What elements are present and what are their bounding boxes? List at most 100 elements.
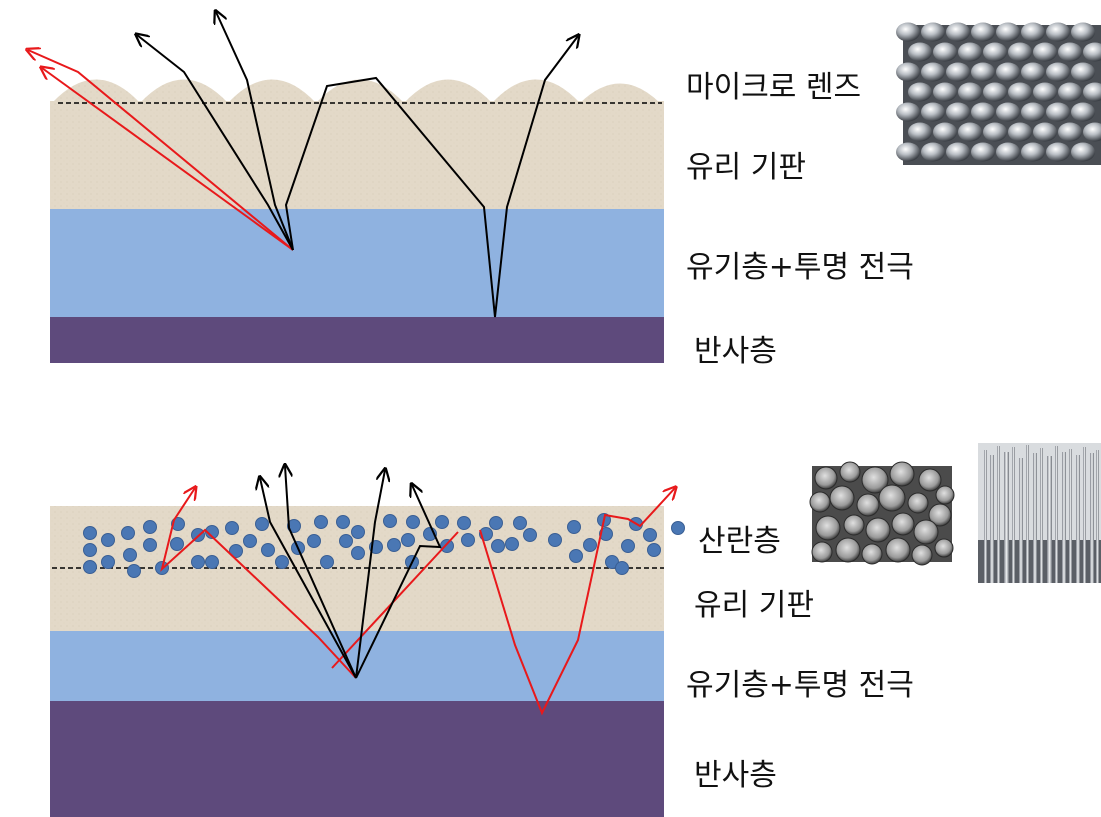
microlens-bead	[1083, 82, 1101, 102]
sem-grain	[928, 503, 952, 527]
sem-grain	[907, 492, 929, 514]
bottom-red-ray-2	[331, 531, 459, 669]
scatter-particle	[314, 515, 328, 529]
sem-grain	[918, 468, 942, 492]
label-top-glass-substrate: 유리 기판	[686, 150, 806, 185]
microlens-bead	[896, 142, 920, 162]
sem-grain	[839, 461, 861, 483]
microlens-array	[52, 79, 660, 103]
scatter-particle	[647, 543, 661, 557]
top-black-ray-3	[284, 36, 578, 318]
sem-grain	[911, 544, 933, 566]
microlens-bead	[983, 42, 1007, 62]
nanowire	[1012, 447, 1015, 583]
sem-grain	[829, 485, 855, 511]
scatter-particle	[123, 548, 137, 562]
label-bottom-glass-substrate: 유리 기판	[694, 588, 814, 623]
bottom-reflective-layer	[50, 701, 664, 817]
scatter-particle	[489, 516, 503, 530]
scatter-particle	[461, 533, 475, 547]
microlens-bead	[896, 22, 920, 42]
top-stack	[50, 79, 664, 363]
sem-grain	[935, 485, 955, 505]
microlens-bead	[1058, 82, 1082, 102]
sem-grain	[885, 537, 911, 563]
scatter-particle	[401, 533, 415, 547]
bottom-black-ray-1	[260, 478, 357, 679]
scatter-particle	[339, 534, 353, 548]
label-bottom-reflective: 반사층	[694, 758, 777, 793]
microlens-bead	[1033, 82, 1057, 102]
scatter-particle	[229, 544, 243, 558]
microlens-bead	[921, 102, 945, 122]
nanowire	[1004, 452, 1009, 583]
sem-grain	[843, 514, 865, 536]
scatter-particle	[583, 538, 597, 552]
top-rays	[28, 12, 578, 318]
sem-grain	[861, 543, 883, 565]
bottom-red-ray-1	[160, 488, 357, 679]
scatter-particle	[435, 515, 449, 529]
nanowire	[984, 450, 987, 583]
microlens-bead	[1008, 82, 1032, 102]
sem-grain	[934, 538, 954, 558]
top-glass-layer	[50, 101, 664, 209]
scatter-particle	[83, 526, 97, 540]
scatter-particle	[523, 528, 537, 542]
microlens-bead	[946, 102, 970, 122]
scatter-particle	[170, 537, 184, 551]
microlens-bead	[946, 62, 970, 82]
label-bottom-organic-electrode: 유기층+투명 전극	[686, 668, 914, 703]
scatter-particle	[83, 543, 97, 557]
microlens-bead	[933, 82, 957, 102]
nanowire	[1033, 453, 1037, 583]
microlens-bead	[908, 122, 932, 142]
label-scattering-layer: 산란층	[698, 524, 781, 559]
bottom-red-ray-3	[479, 488, 675, 716]
scatter-particle	[387, 538, 401, 552]
microlens-bead	[1046, 62, 1070, 82]
microlens-bead	[996, 22, 1020, 42]
scatter-particle	[569, 549, 583, 563]
microlens-bead	[1058, 42, 1082, 62]
microlens-bead	[1046, 102, 1070, 122]
sem-grain	[878, 484, 906, 512]
scatter-particle	[101, 533, 115, 547]
sem-grain	[835, 537, 861, 563]
microlens-bead	[933, 122, 957, 142]
scatter-particle	[261, 543, 275, 557]
microlens-bead	[983, 82, 1007, 102]
nanowire	[1055, 446, 1058, 583]
microlens-bead	[983, 122, 1007, 142]
microlens-bead	[958, 42, 982, 62]
label-top-reflective: 반사층	[694, 334, 777, 369]
sem-grain	[891, 512, 915, 536]
microlens-bead	[1046, 22, 1070, 42]
scatter-particle	[599, 527, 613, 541]
scatter-particle	[513, 516, 527, 530]
scatter-particle	[307, 534, 321, 548]
top-black-ray-1	[137, 35, 294, 251]
scatter-particle	[127, 564, 141, 578]
scatter-particle	[243, 534, 257, 548]
scatter-particle	[548, 533, 562, 547]
scatter-particle	[505, 537, 519, 551]
microlens-bead	[1071, 102, 1095, 122]
microlens-bead	[921, 62, 945, 82]
sem-grain	[809, 491, 831, 513]
sem-grain	[865, 517, 891, 543]
microlens-bead	[1071, 62, 1095, 82]
microlens-bead	[921, 142, 945, 162]
nanowire	[1083, 447, 1086, 583]
microlens-bead	[1021, 22, 1045, 42]
microlens-bead	[1008, 122, 1032, 142]
scatter-particle	[83, 560, 97, 574]
sem-grain	[913, 519, 939, 545]
scatter-particle	[287, 519, 301, 533]
scatter-particle	[567, 520, 581, 534]
scatter-particle	[320, 555, 334, 569]
scatter-particle	[351, 546, 365, 560]
microlens-bead	[1071, 22, 1095, 42]
scatter-particle	[615, 561, 629, 575]
nanowire-forest-photo	[978, 443, 1101, 583]
